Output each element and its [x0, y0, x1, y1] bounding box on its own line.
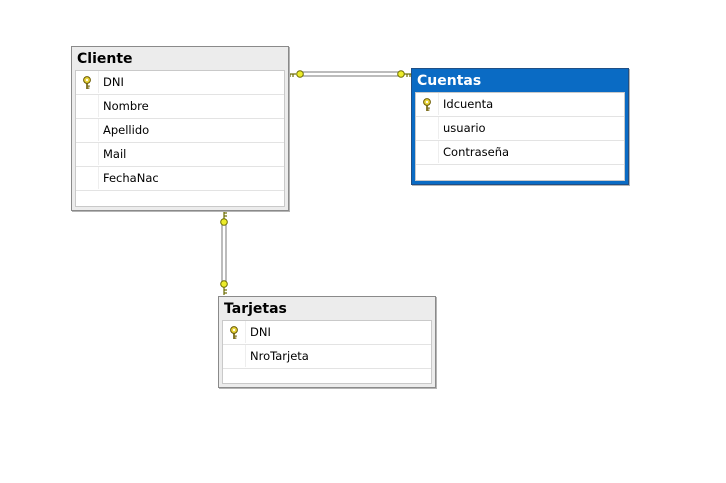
- table-cuentas[interactable]: Cuentas Idcuenta usuario Contraseña: [411, 68, 629, 185]
- table-cliente[interactable]: Cliente DNI Nombre Apellido Mail FechaNa…: [71, 46, 289, 211]
- column-row[interactable]: Nombre: [76, 95, 284, 119]
- column-row[interactable]: Contraseña: [416, 141, 624, 165]
- column-row[interactable]: Mail: [76, 143, 284, 167]
- column-name: NroTarjeta: [250, 349, 309, 363]
- column-row[interactable]: DNI: [223, 321, 431, 345]
- column-grid: DNI Nombre Apellido Mail FechaNac: [75, 70, 285, 207]
- column-row[interactable]: FechaNac: [76, 167, 284, 191]
- column-row[interactable]: DNI: [76, 71, 284, 95]
- column-name: usuario: [443, 121, 486, 135]
- column-row[interactable]: NroTarjeta: [223, 345, 431, 369]
- column-row[interactable]: usuario: [416, 117, 624, 141]
- relationship-key-end-icon: [220, 211, 228, 226]
- column-name: Nombre: [103, 99, 149, 113]
- primary-key-icon: [422, 97, 432, 111]
- column-name: Apellido: [103, 123, 150, 137]
- relationship-cliente-cuentas[interactable]: [288, 70, 412, 78]
- table-title[interactable]: Tarjetas: [224, 301, 287, 317]
- column-row[interactable]: Idcuenta: [416, 93, 624, 117]
- column-grid: DNI NroTarjeta: [222, 320, 432, 384]
- column-row[interactable]: Apellido: [76, 119, 284, 143]
- column-name: DNI: [103, 75, 124, 89]
- table-title[interactable]: Cuentas: [417, 73, 482, 89]
- column-grid: Idcuenta usuario Contraseña: [415, 92, 625, 181]
- column-name: FechaNac: [103, 171, 159, 185]
- primary-key-icon: [82, 75, 92, 89]
- relationship-key-end-icon: [288, 70, 304, 78]
- relationship-key-end-icon: [220, 280, 228, 295]
- column-name: Idcuenta: [443, 97, 494, 111]
- relationship-cliente-tarjetas[interactable]: [220, 211, 228, 295]
- table-tarjetas[interactable]: Tarjetas DNI NroTarjeta: [218, 296, 436, 388]
- column-name: Mail: [103, 147, 127, 161]
- column-name: DNI: [250, 325, 271, 339]
- relationship-key-end-icon: [397, 70, 412, 78]
- table-title[interactable]: Cliente: [77, 51, 133, 67]
- column-name: Contraseña: [443, 145, 510, 159]
- primary-key-icon: [229, 325, 239, 339]
